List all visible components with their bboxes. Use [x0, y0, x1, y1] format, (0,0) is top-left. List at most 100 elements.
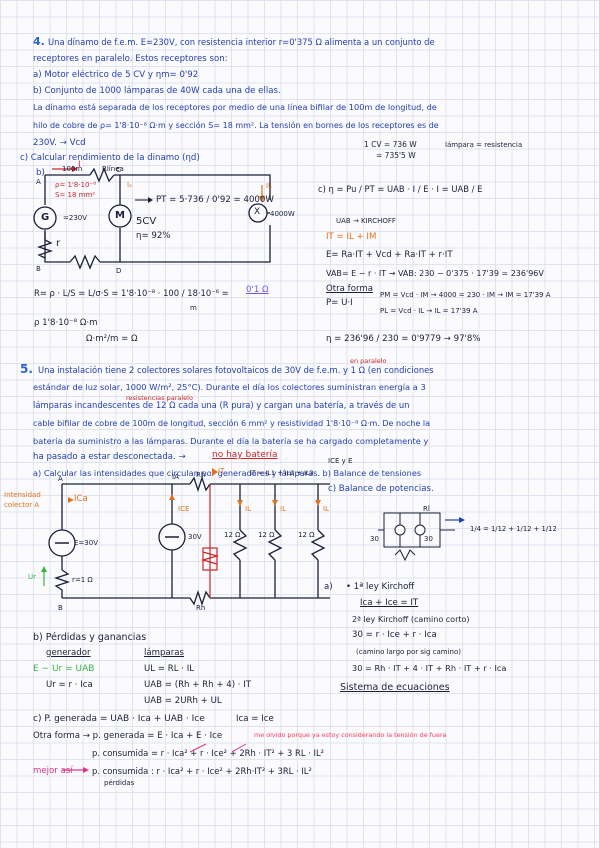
problem-5-line-6: ha pasado a estar desconectada. → — [33, 452, 186, 462]
circuit-4-rho: ρ= 1'8·10⁻⁸ — [55, 181, 96, 189]
problem-4-item-a: a) Motor eléctrico de 5 CV y ηm= 0'92 — [33, 70, 199, 80]
circuit-5-30v: 30V — [188, 533, 202, 541]
c-better: mejor así — [33, 766, 73, 776]
b-uab: UAB = (Rh + Rh + 4) · IT — [144, 680, 252, 690]
lamp-2-resistance: 12 Ω — [258, 531, 275, 539]
circuit-5-it: IT — [218, 467, 225, 475]
eff-power: P= U·I — [326, 298, 353, 308]
circuit-5-ice: ICE — [178, 505, 190, 513]
problem-5-question-a: a) Calcular las intensidades que circula… — [33, 468, 422, 478]
circuit-4-pt: PT = 5·736 / 0'92 = 4000W — [156, 195, 274, 205]
lamp-symbol-4: X — [254, 207, 261, 217]
generator-symbol-4: G — [41, 212, 50, 223]
circuit-5-e: E=30V — [74, 539, 98, 547]
mini-30-b: 30 — [424, 535, 433, 543]
circuit-4-5cv: 5CV — [136, 216, 157, 227]
circuit-4-4000w: 4000W — [270, 210, 295, 218]
circuit-4-node-d: D — [116, 267, 122, 275]
eff-formula: c) η = Pu / PT = UAB · I / E · I = UAB /… — [318, 184, 483, 194]
b-title: b) Pérdidas y ganancias — [33, 632, 147, 643]
note-cv-2: = 735'5 W — [376, 151, 416, 160]
c-line-4: p. consumida : r · Ica² + r · Ice² + 2Rh… — [92, 766, 312, 776]
problem-5-line-3: lámparas incandescentes de 12 Ω cada una… — [33, 400, 410, 410]
k-long: (camino largo por sig camino) — [356, 648, 461, 656]
lamp-1-resistance: 12 Ω — [224, 531, 241, 539]
eff-e: E= Ra·IT + Vcd + Ra·IT + r·IT — [326, 250, 453, 260]
problem-5-line-5: batería da suministro a las lámparas. Du… — [33, 436, 429, 446]
circuit-4-il: IL — [266, 182, 272, 190]
problem-5-annotation-resistencias: resistencias paralelo — [126, 394, 193, 402]
problem-4-line-5: La dínamo está separada de los receptore… — [33, 102, 437, 112]
c-note: Ica = Ice — [236, 714, 274, 724]
k-law-1-eq: Ica + Ice = IT — [360, 598, 419, 608]
problem-4-question-c: c) Calcular rendimiento de la dinamo (ηd… — [20, 153, 200, 163]
ur-arrowhead — [41, 566, 47, 572]
circuit-4-230v: =230V — [63, 214, 88, 222]
problem-4-item-b: b) Conjunto de 1000 lámparas de 40W cada… — [33, 86, 281, 96]
mini-30-a: 30 — [370, 535, 379, 543]
problem-5-line-4: cable bifilar de cobre de 100m de longit… — [33, 419, 431, 428]
circuit-4-100m: 100m — [62, 165, 83, 173]
k-law-1: • 1ª ley Kirchoff — [346, 582, 415, 592]
circuit-5-il-1: IL — [245, 505, 251, 513]
problem-5-annotation-paralelo: en paralelo — [350, 357, 387, 365]
strike-2 — [231, 743, 247, 753]
circuit-4-section: S= 18 mm² — [55, 191, 96, 199]
circuit-5-r1: r=1 Ω — [72, 576, 93, 584]
k-law-2: 2ª ley Kirchoff (camino corto) — [352, 615, 470, 624]
problem-4-line-7: 230V. → Vcd — [33, 138, 86, 148]
strike-1 — [189, 743, 207, 753]
circuit-4-node-c: C — [116, 166, 121, 174]
k-long-eq: 30 = Rh · IT + 4 · IT + Rh · IT + r · Ic… — [352, 663, 507, 673]
problem-5-line-1: Una instalación tiene 2 colectores solar… — [38, 365, 434, 375]
current-arrowhead-4 — [72, 166, 78, 172]
side-label-1: Intensidad — [4, 491, 41, 499]
b-generator: generador — [46, 648, 91, 658]
c-line-1: c) P. generada = UAB · Ica + UAB · Ice — [33, 714, 205, 724]
pt-arrowhead — [148, 197, 153, 203]
circuit-4-i: I — [78, 160, 81, 170]
problem-5-no-bateria: no hay batería — [212, 450, 278, 460]
note-lamp: lámpara = resistencia — [445, 141, 523, 149]
problem-5-number: 5. — [20, 362, 33, 376]
circuit-5-ica: ICa — [74, 494, 88, 504]
lamp-3-resistance: 12 Ω — [298, 531, 315, 539]
equation-system: Sistema de ecuaciones — [340, 682, 450, 693]
calc-meter-unit: m — [190, 304, 197, 312]
b-e-ur: E − Ur = UAB — [33, 664, 95, 674]
problem-4-line-6: hilo de cobre de ρ= 1'8·10⁻⁸ Ω·m y secci… — [33, 121, 439, 130]
circuit-5-il-2: IL — [280, 505, 286, 513]
mini-fraction: 1/4 = 1/12 + 1/12 + 1/12 — [470, 525, 557, 533]
circuit-4-node-b: B — [36, 265, 41, 273]
current-il-arrowhead-4 — [259, 196, 265, 202]
side-label-2: colector A — [4, 501, 40, 509]
circuit-4-rlinea: Rlínea — [102, 165, 124, 173]
calc-resistance-result: 0'1 Ω — [246, 285, 269, 295]
circuit-5-ur: Ur — [28, 573, 37, 581]
c-line-2: Otra forma → p. generada = E · Ica + E ·… — [33, 731, 223, 741]
eff-eta: η = 236'96 / 230 = 0'9779 → 97'8% — [326, 334, 481, 344]
problem-4-number: 4. — [33, 35, 45, 48]
circuit-4-r: r — [56, 238, 61, 249]
eff-uab: UAB → KIRCHOFF — [336, 217, 396, 225]
circuit-5-il-3: IL — [323, 505, 329, 513]
c-pink-note: me olvido porque ya estoy considerando l… — [254, 731, 447, 739]
problem-4-question-b: b) — [36, 168, 45, 178]
k-law-2-eq: 30 = r · Ice + r · Ica — [352, 630, 437, 640]
circuit-5-rh-top: Rh — [196, 471, 206, 479]
circuit-5-ia: IA — [172, 473, 179, 481]
circuit-5-rh-bottom: Rh — [196, 604, 206, 612]
circuit-5-node-a: A — [58, 475, 63, 483]
circuit-4-ia: Iₐ — [127, 181, 132, 189]
b-uab-2: UAB = 2URh + UL — [144, 696, 222, 706]
c-losses: pérdidas — [104, 779, 135, 787]
circuit-5-node-b: B — [58, 604, 63, 612]
eff-pm: PM = Vcd · IM → 4000 = 230 · IM → IM = 1… — [380, 291, 551, 299]
eff-pl: PL = Vcd · IL → IL = 17'39 A — [380, 307, 478, 315]
calc-units: Ω·m²/m = Ω — [86, 334, 138, 344]
b-ur: Ur = r · Ica — [46, 680, 93, 690]
calc-line-resistance: R= ρ · L/S = L/σ·S = 1'8·10⁻⁸ · 100 / 18… — [34, 288, 229, 298]
